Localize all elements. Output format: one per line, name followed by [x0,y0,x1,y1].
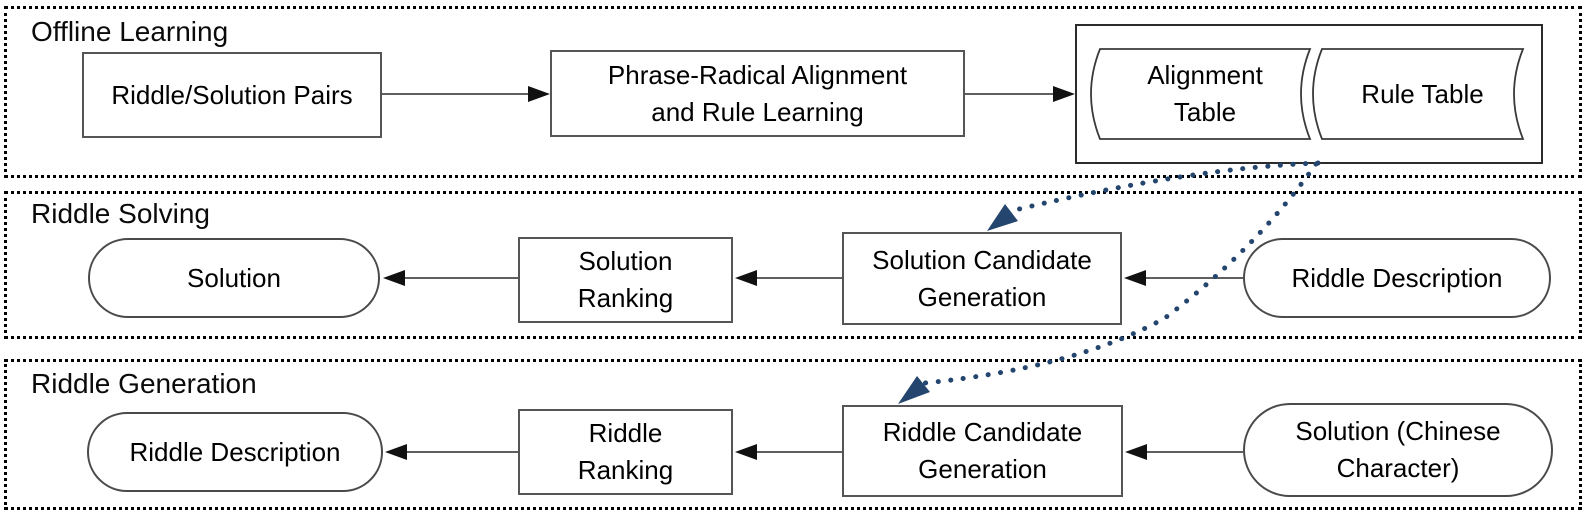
node-solution-candidate-generation: Solution Candidate Generation [842,232,1122,325]
node-riddle-ranking-line2: Ranking [577,455,674,485]
node-solution-candidate-line2: Generation [917,281,1047,312]
node-riddle-description-output: Riddle Description [87,412,383,492]
node-riddle-description-output-label: Riddle Description [129,436,341,467]
node-solution-output-label: Solution [187,262,281,293]
node-phrase-radical-line2: and Rule Learning [651,96,864,127]
node-solution-ranking-line2: Ranking [577,283,674,313]
section-riddle-generation: Riddle Generation [4,359,1582,510]
node-riddle-solution-pairs-label: Riddle/Solution Pairs [111,79,353,110]
node-riddle-candidate-line1: Riddle Candidate [882,417,1083,447]
node-riddle-ranking: Riddle Ranking [518,409,733,495]
node-phrase-radical-line1: Phrase-Radical Alignment [607,59,908,90]
node-riddle-ranking-line1: Riddle [588,418,663,448]
alignment-table-line2: Table [1173,97,1237,127]
section-riddle-solving: Riddle Solving [4,191,1582,339]
alignment-table-line1: Alignment [1147,60,1263,90]
datastore-alignment-table-label: Alignment Table [1105,56,1305,132]
section-title-riddle-solving: Riddle Solving [31,198,210,229]
datastore-rule-table-label: Rule Table [1330,77,1515,111]
section-title-riddle-generation: Riddle Generation [31,368,257,399]
node-solution-ranking: Solution Ranking [518,237,733,323]
node-riddle-candidate-line2: Generation [918,454,1047,484]
section-title-offline-learning: Offline Learning [31,16,229,47]
node-solution-candidate-line1: Solution Candidate [872,244,1092,275]
section-offline-learning: Offline Learning [4,6,1582,178]
node-riddle-description-input-label: Riddle Description [1291,262,1503,293]
node-riddle-solution-pairs: Riddle/Solution Pairs [82,52,382,138]
node-solution-chinese-line1: Solution (Chinese [1295,416,1501,446]
rule-table-line1: Rule Table [1361,78,1484,109]
node-solution-ranking-line1: Solution [578,246,673,276]
node-solution-output: Solution [88,238,380,318]
node-riddle-description-input: Riddle Description [1243,238,1551,318]
node-riddle-candidate-generation: Riddle Candidate Generation [842,405,1123,497]
node-solution-chinese-character: Solution (Chinese Character) [1243,403,1553,497]
node-solution-chinese-line2: Character) [1336,453,1460,483]
node-phrase-radical-alignment: Phrase-Radical Alignment and Rule Learni… [550,50,965,137]
